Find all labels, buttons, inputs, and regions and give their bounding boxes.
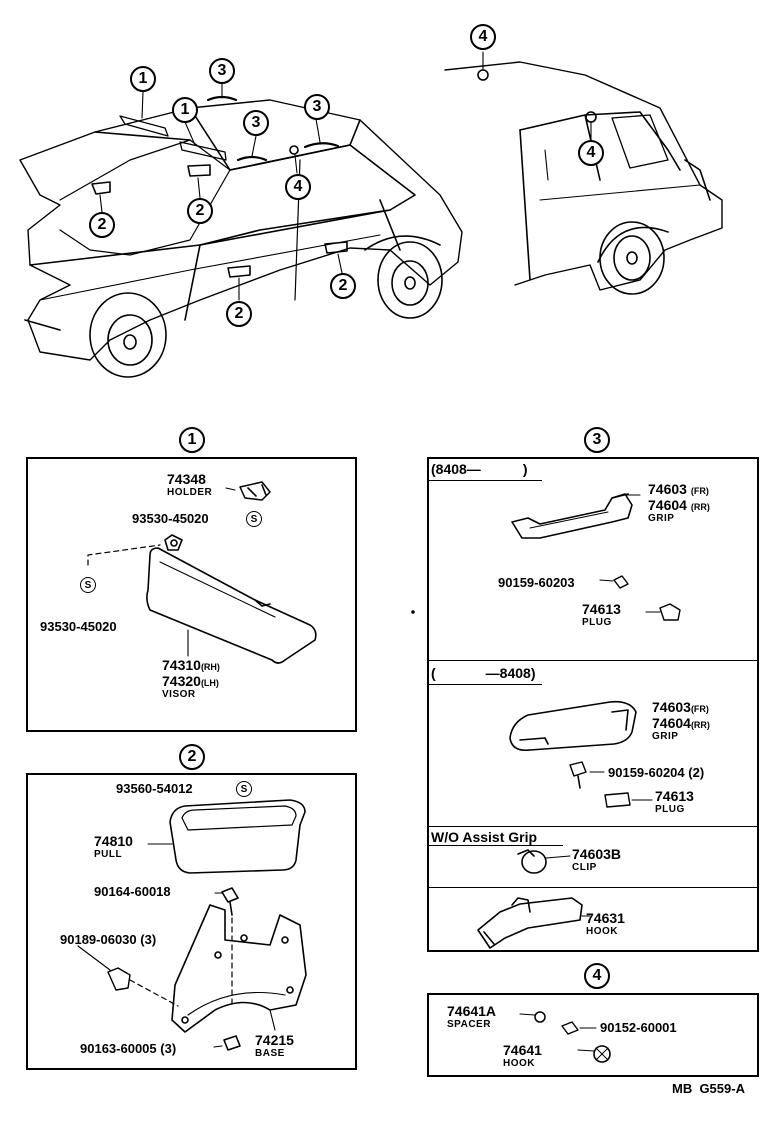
callout-3-grip-mid: 3: [243, 110, 269, 136]
section-2-heading: 2: [179, 744, 205, 770]
plug-part-number-b: 74613: [655, 788, 694, 804]
callout-4-roof: 4: [285, 174, 311, 200]
screw-s-marker-top: S: [246, 511, 262, 527]
pull-screw-part-number: 93560-54012: [116, 781, 193, 796]
section-4-box: [427, 993, 759, 1077]
base-part-number: 74215: [255, 1032, 294, 1048]
visor-lh-part-number: 74320(LH): [162, 673, 219, 689]
callout-3-grip-front: 3: [209, 58, 235, 84]
spacer-part-number: 74641A: [447, 1003, 497, 1019]
hook-name: HOOK: [586, 926, 618, 937]
clip-part-number: 74603B: [572, 846, 622, 862]
section-4-heading: 4: [584, 963, 610, 989]
header-b-underline: [427, 684, 542, 685]
section-4-hook-part-number: 74641: [503, 1042, 542, 1058]
grip-fr-part-number: 74603 (FR): [648, 481, 709, 497]
callout-1-visor-rh: 1: [130, 66, 156, 92]
callout-4-rear-pillar: 4: [578, 140, 604, 166]
spacer-hook-illustration: [519, 1011, 611, 1063]
grip-rr-part-number: 74604 (RR): [648, 497, 710, 513]
callout-2-front-door: 2: [226, 301, 252, 327]
visor-name: VISOR: [162, 689, 196, 700]
base-name: BASE: [255, 1048, 285, 1059]
section-3-divider-c: [427, 887, 759, 888]
grip2-fr-part-number: 74603(FR): [652, 699, 709, 715]
pull-name: PULL: [94, 849, 123, 860]
pull-part-number: 74810: [94, 833, 133, 849]
plug-name-b: PLUG: [655, 804, 685, 815]
variant-header-from-8408: (8408—): [431, 461, 528, 477]
callout-2-dash: 2: [89, 212, 115, 238]
section-3-divider-a: [427, 660, 759, 661]
car-front-illustration: [19, 83, 463, 378]
grip2-name: GRIP: [652, 731, 679, 742]
callout-1-visor-lh: 1: [172, 97, 198, 123]
visor-illustration: [87, 481, 317, 664]
grip-screw-part-number-a: 90159-60203: [498, 575, 575, 590]
section-1-heading: 1: [179, 427, 205, 453]
section-3-box: [427, 457, 759, 952]
section-3-heading: 3: [584, 427, 610, 453]
pull-base-illustration: [77, 799, 307, 1051]
section-2-box: [26, 773, 357, 1070]
spacer-name: SPACER: [447, 1019, 491, 1030]
screw-part-number-left: 93530-45020: [40, 619, 117, 634]
callout-2-rear-door: 2: [330, 273, 356, 299]
screw-s-marker-left: S: [80, 577, 96, 593]
holder-name: HOLDER: [167, 487, 213, 498]
variant-header-without-assist-grip: W/O Assist Grip: [431, 829, 538, 845]
diagram-reference-code: MB G559-A: [672, 1081, 745, 1096]
pull-screw-s-marker: S: [236, 781, 252, 797]
section-4-hook-name: HOOK: [503, 1058, 535, 1069]
section-1-box: [26, 457, 357, 732]
callout-3-grip-rear: 3: [304, 94, 330, 120]
car-rear-illustration: [444, 51, 723, 295]
grip-illustrations: [477, 493, 681, 949]
section-3-divider-b: [427, 826, 759, 827]
callout-4-rear-roof: 4: [470, 24, 496, 50]
grip2-rr-part-number: 74604(RR): [652, 715, 710, 731]
section-4-screw-part-number: 90152-60001: [600, 1020, 677, 1035]
holder-part-number: 74348: [167, 471, 206, 487]
plug-name-a: PLUG: [582, 617, 612, 628]
bolt-part-number-2: 90163-60005 (3): [80, 1041, 177, 1056]
header-c-underline: [427, 845, 563, 846]
header-a-underline: [427, 480, 542, 481]
bolt-part-number-1: 90164-60018: [94, 884, 171, 899]
hook-part-number: 74631: [586, 910, 625, 926]
grip-name: GRIP: [648, 513, 675, 524]
variant-header-to-8408: (—8408): [431, 665, 536, 681]
callout-2-pillar: 2: [187, 198, 213, 224]
screw-part-number-top: 93530-45020: [132, 511, 209, 526]
plug-part-number-a: 74613: [582, 601, 621, 617]
grip-screw-part-number-b: 90159-60204 (2): [608, 765, 705, 780]
visor-rh-part-number: 74310(RH): [162, 657, 220, 673]
clip-name: CLIP: [572, 862, 597, 873]
nut-part-number: 90189-06030 (3): [60, 932, 157, 947]
